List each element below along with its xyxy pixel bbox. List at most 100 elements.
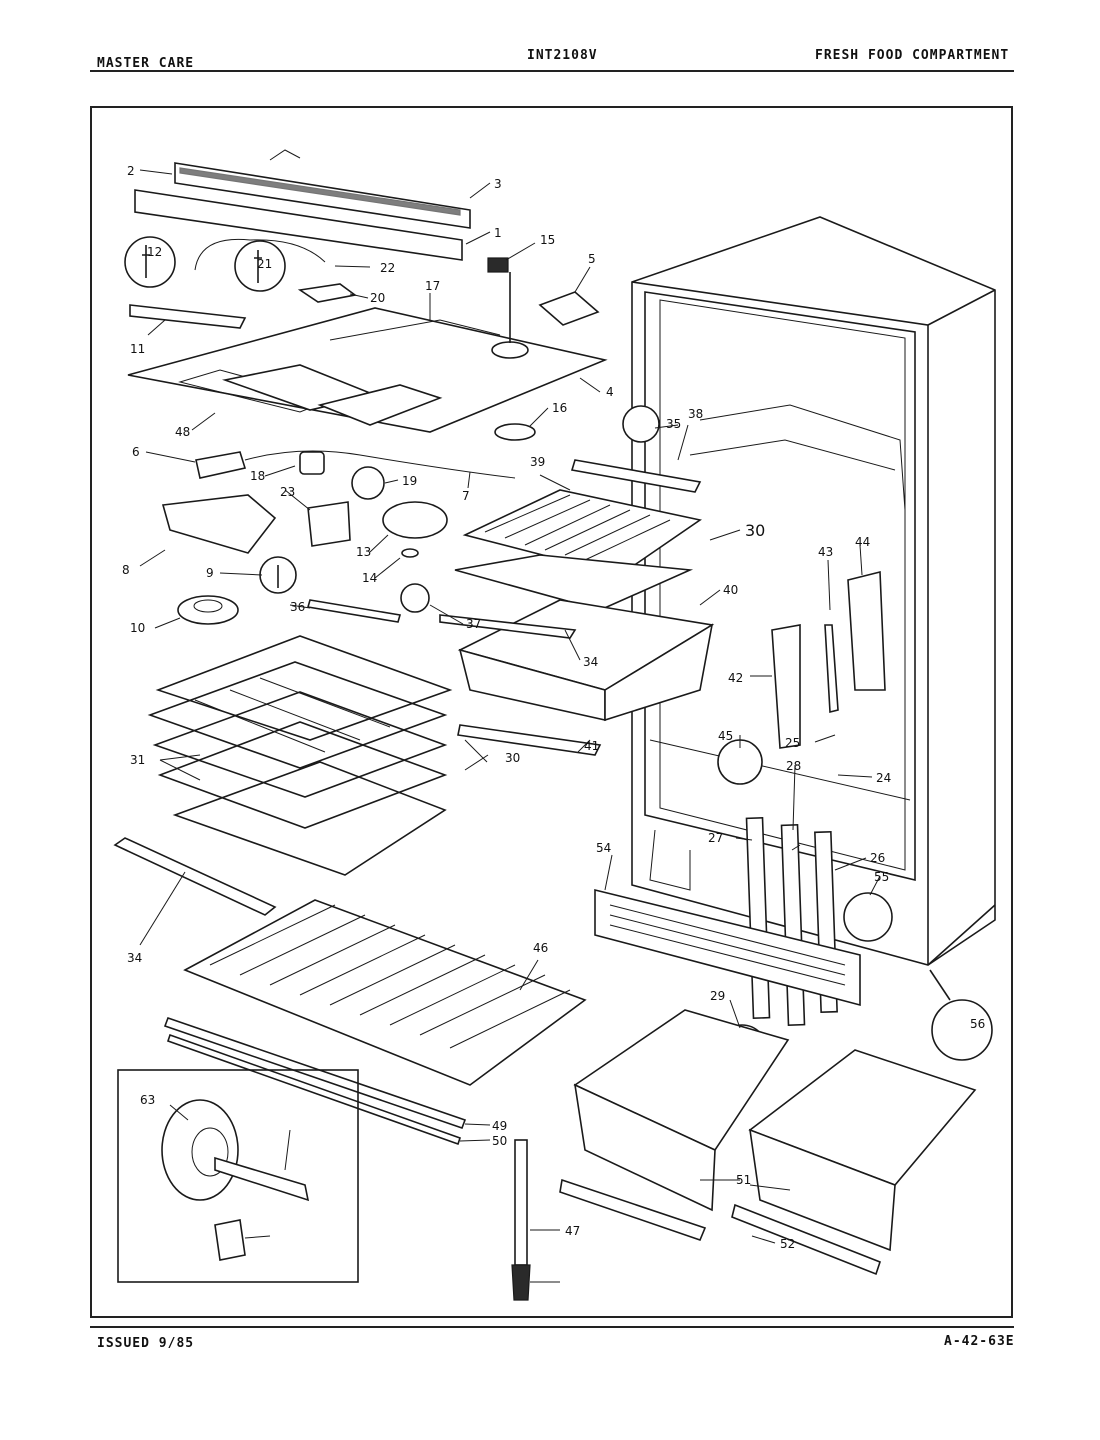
part-51-grille	[594, 888, 861, 1007]
callout-36: 38	[688, 407, 703, 421]
part-18-socket	[299, 451, 325, 475]
part-13-knob	[382, 501, 448, 539]
part-15-clip	[487, 257, 509, 273]
part-34-trim-lower	[306, 599, 402, 623]
callout-54: 56	[970, 1017, 985, 1031]
callout-26: 26	[870, 851, 885, 865]
footer-issue-date: ISSUED 9/85	[97, 1336, 195, 1351]
part-41-clip	[824, 624, 839, 714]
part-56-axle	[214, 1156, 310, 1202]
callout-4: 4	[606, 385, 614, 399]
callout-19: 19	[402, 474, 417, 488]
part-11-bracket	[129, 304, 247, 329]
part-8-control-box	[161, 494, 277, 554]
callout-52: 55	[874, 870, 889, 884]
callout-14: 14	[362, 571, 377, 585]
callout-25: 25	[785, 736, 800, 750]
callout-13: 13	[356, 545, 371, 559]
part-34-trim-upper	[570, 459, 702, 493]
part-42-hinge	[847, 570, 886, 691]
callout-20: 20	[370, 291, 385, 305]
control-housing-strip	[134, 149, 471, 261]
callout-43: 45	[718, 729, 733, 743]
callout-1: 1	[494, 226, 502, 240]
footer-rule	[90, 1326, 1014, 1328]
part-40-bracket	[771, 624, 801, 749]
part-35-inset	[400, 583, 430, 613]
callout-12: 12	[147, 245, 162, 259]
part-10-knob	[177, 595, 239, 625]
callout-42: 44	[855, 535, 870, 549]
part-20-plate	[297, 283, 357, 303]
part-48-crisper-drawers	[573, 1009, 977, 1252]
callout-3: 3	[494, 177, 502, 191]
part-27-support	[745, 816, 771, 1020]
callout-28: 28	[786, 759, 801, 773]
part-55-wheel	[161, 1099, 239, 1201]
callout-29: 29	[710, 989, 725, 1003]
liner-top-panel	[127, 272, 608, 433]
part-6-thermostat	[195, 451, 247, 479]
leader-lines	[139, 169, 881, 1283]
callout-8: 8	[122, 563, 130, 577]
callout-16: 16	[552, 401, 567, 415]
callout-34-upper: 35	[666, 417, 681, 431]
callout-labels: 2 3 1 22 15 5 4 17 20 11 12 21 48 16 6 1…	[122, 164, 985, 1251]
wheel-kit-inset	[117, 1069, 359, 1283]
callout-34-lower: 36	[290, 600, 305, 614]
part-44-glass-shelf	[183, 899, 587, 1086]
callout-49: 52	[780, 1237, 795, 1251]
part-36-inset	[622, 405, 660, 443]
part-30-shelf-frame	[454, 554, 694, 611]
diagram-frame	[90, 106, 1013, 1318]
callout-24: 24	[876, 771, 891, 785]
callout-11: 11	[130, 342, 145, 356]
callout-46: 49	[492, 1119, 507, 1133]
callout-50: 48	[175, 425, 190, 439]
part-16-light-cover	[494, 423, 536, 441]
callout-22: 22	[380, 261, 395, 275]
callout-23: 23	[280, 485, 295, 499]
part-28-support	[780, 823, 806, 1027]
part-46-rail	[163, 1016, 467, 1130]
callout-18: 18	[250, 469, 265, 483]
part-23-bracket	[307, 501, 351, 547]
part-49-rail-right	[731, 1203, 881, 1276]
part-12-inset	[124, 236, 176, 288]
callout-17: 17	[425, 279, 440, 293]
part-39-rail	[457, 724, 602, 756]
callout-38: 40	[723, 583, 738, 597]
callout-37: 39	[530, 455, 545, 469]
cabinet-outline	[631, 216, 996, 966]
callout-39: 41	[584, 739, 599, 753]
callout-47: 50	[492, 1134, 507, 1148]
part-63-foot	[511, 1264, 531, 1301]
callout-6: 6	[132, 445, 140, 459]
callout-15: 15	[540, 233, 555, 247]
callout-32: 34	[583, 655, 598, 669]
part-47-rail	[166, 1033, 462, 1146]
header-rule	[90, 70, 1014, 72]
part-49-rail-left	[559, 1178, 707, 1241]
part-19-bulb	[351, 466, 385, 500]
callout-27: 27	[708, 831, 723, 845]
callout-51: 54	[596, 841, 611, 855]
callout-45: 47	[565, 1224, 580, 1238]
callout-10: 10	[130, 621, 145, 635]
header-model-number: INT2108V	[527, 48, 598, 63]
part-14-washer	[401, 548, 419, 558]
header-brand: MASTER CARE	[97, 56, 195, 71]
callout-2: 2	[127, 164, 135, 178]
callout-30-lower: 30	[505, 751, 520, 765]
callout-40: 42	[728, 671, 743, 685]
callout-30-upper: 30	[745, 521, 765, 540]
callout-55: 63	[140, 1093, 155, 1107]
part-54-inset	[931, 999, 993, 1061]
callout-44: 46	[533, 941, 548, 955]
part-57-clip	[214, 1219, 246, 1261]
callout-31: 31	[130, 753, 145, 767]
callout-9: 9	[206, 566, 214, 580]
header-section-title: FRESH FOOD COMPARTMENT	[815, 48, 1010, 63]
callout-7: 7	[462, 489, 470, 503]
